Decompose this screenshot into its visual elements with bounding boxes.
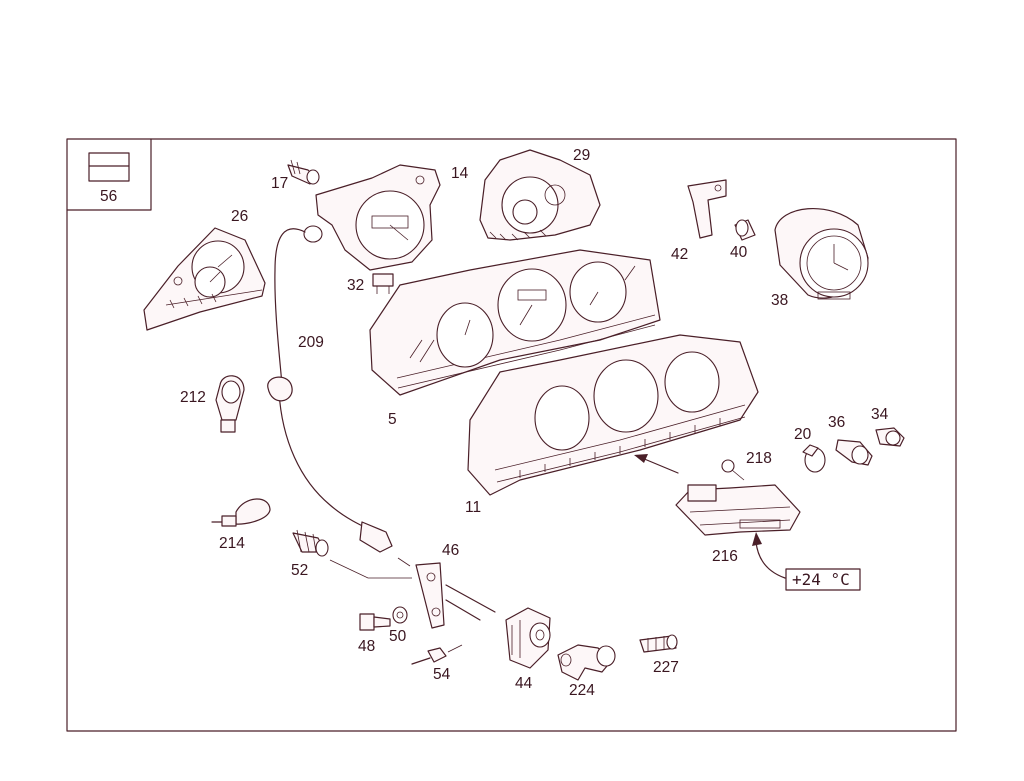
callout-50: 50: [389, 628, 407, 645]
part-216-temperature-module[interactable]: [675, 484, 801, 536]
part-14-speedometer[interactable]: [315, 164, 441, 271]
part-214-cable-strap[interactable]: [211, 498, 271, 527]
callout-54: 54: [433, 666, 451, 683]
callout-216: 216: [712, 548, 738, 565]
callout-17: 17: [271, 175, 288, 192]
callout-26: 26: [231, 208, 248, 225]
callout-36: 36: [828, 414, 845, 431]
callout-40: 40: [730, 244, 748, 261]
callout-42: 42: [671, 246, 688, 263]
callout-214: 214: [219, 535, 245, 552]
part-36-bulb-holder[interactable]: [835, 439, 873, 466]
callout-32: 32: [347, 277, 364, 294]
temperature-readout: +24 °C: [792, 570, 850, 589]
callout-46: 46: [442, 542, 459, 559]
callout-5: 5: [388, 411, 397, 428]
temperature-display: +24 °C: [752, 532, 861, 591]
callout-52: 52: [291, 562, 308, 579]
arrow-to-housing: [634, 454, 679, 474]
callout-212: 212: [180, 389, 206, 406]
part-40-bulb[interactable]: [734, 219, 756, 241]
part-54-screw[interactable]: [411, 644, 463, 665]
callout-38: 38: [771, 292, 788, 309]
callout-227: 227: [653, 659, 679, 676]
part-26-circuit-board[interactable]: [143, 227, 266, 331]
legend-box: 56: [66, 138, 152, 211]
part-218-screw[interactable]: [721, 459, 745, 481]
callout-209: 209: [298, 334, 324, 351]
callout-11: 11: [465, 499, 481, 516]
callout-14: 14: [451, 165, 469, 182]
part-224-angle-drive[interactable]: [557, 644, 616, 681]
part-209-speedometer-cable[interactable]: [267, 225, 393, 553]
callout-34: 34: [871, 406, 889, 423]
part-38-clock[interactable]: [774, 207, 869, 300]
part-20-bulb[interactable]: [802, 444, 826, 473]
part-227-coupling[interactable]: [639, 634, 678, 653]
callout-224: 224: [569, 682, 595, 699]
part-46-mounting-bracket[interactable]: [329, 557, 496, 629]
part-32-connector[interactable]: [372, 273, 394, 294]
part-5-front-cover[interactable]: [369, 249, 661, 396]
callout-218: 218: [746, 450, 772, 467]
part-11-instrument-housing[interactable]: [467, 334, 759, 496]
callout-29: 29: [573, 147, 590, 164]
part-52-adapter[interactable]: [292, 529, 329, 557]
diagram-frame: [66, 138, 957, 732]
callout-20: 20: [794, 426, 812, 443]
part-42-bracket[interactable]: [687, 179, 727, 239]
part-17-bulb-holder[interactable]: [287, 159, 320, 185]
part-48-bolt[interactable]: [359, 613, 391, 631]
part-44-sensor[interactable]: [505, 607, 551, 669]
part-34-bulb-holder[interactable]: [875, 427, 905, 447]
callout-56: 56: [100, 188, 117, 205]
callout-44: 44: [515, 675, 533, 692]
part-50-washer[interactable]: [392, 606, 408, 624]
callout-48: 48: [358, 638, 375, 655]
part-29-combination-gauge[interactable]: [479, 149, 601, 241]
part-212-socket[interactable]: [215, 375, 245, 433]
